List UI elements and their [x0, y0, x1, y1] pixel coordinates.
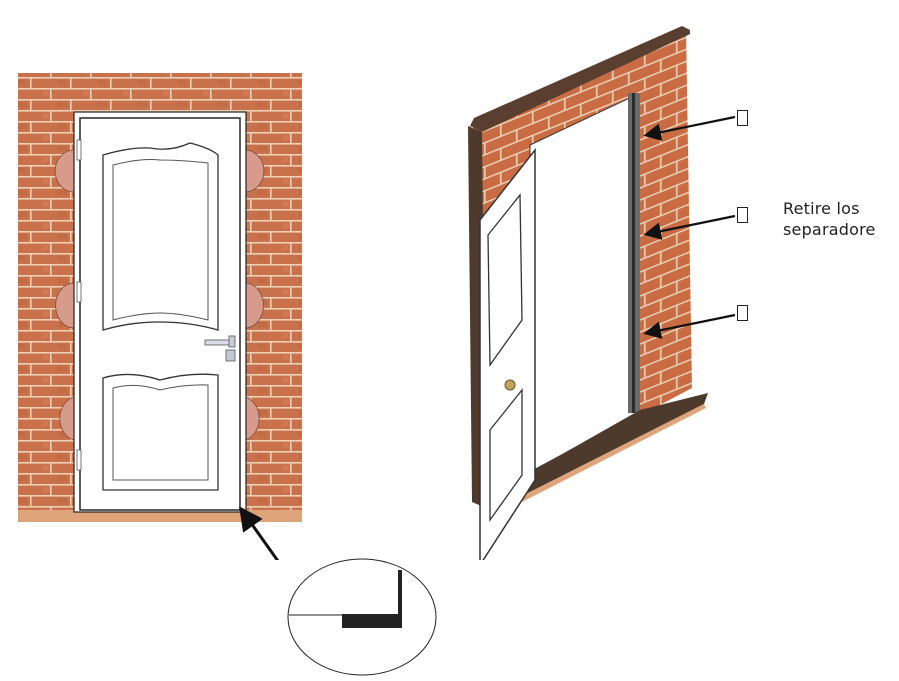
- callout-box-3: [737, 305, 748, 321]
- door-knob: [504, 379, 516, 391]
- sill: [520, 393, 708, 495]
- detail-arrow: [239, 506, 280, 560]
- callout-box-2: [737, 207, 748, 223]
- arrow-1: [643, 115, 736, 141]
- instruction-text: Retire los separadore: [783, 198, 876, 240]
- floor: [18, 510, 302, 522]
- instruction-line-1: Retire los: [783, 199, 860, 218]
- arrow-3: [643, 313, 736, 339]
- spacer-arrows: [630, 100, 740, 340]
- threshold-profile: [342, 614, 402, 628]
- arrow-2: [643, 214, 736, 240]
- perspective-view-illustration: [460, 20, 730, 560]
- hinges: [76, 139, 82, 471]
- door-handle: [204, 335, 236, 362]
- threshold-detail-callout: [284, 555, 440, 679]
- callout-box-1: [737, 110, 748, 126]
- door-opening: [529, 94, 637, 473]
- anchor-pads: [54, 149, 265, 441]
- instruction-line-2: separadore: [783, 220, 876, 239]
- front-view-illustration: [0, 0, 320, 560]
